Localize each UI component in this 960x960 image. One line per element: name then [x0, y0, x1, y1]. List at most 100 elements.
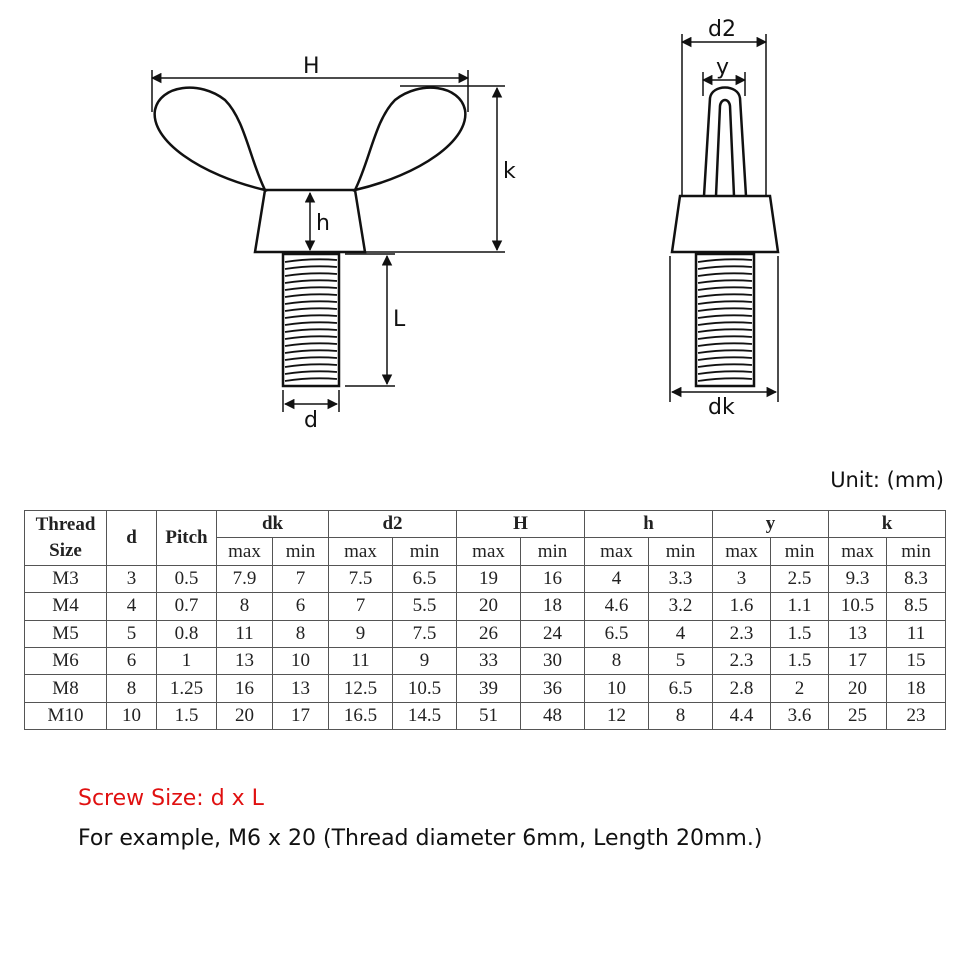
table-cell: 10	[271, 646, 330, 676]
thread-line	[284, 328, 338, 333]
table-cell: 11	[328, 646, 394, 676]
thread-line	[697, 328, 753, 333]
table-cell: 4	[106, 592, 157, 621]
header-dk: dk	[215, 509, 330, 539]
thread-size-cell: M10	[24, 701, 107, 731]
thread-line	[284, 279, 338, 284]
thread-line	[284, 342, 338, 347]
thread-line	[697, 363, 753, 368]
table-cell: 14.5	[392, 701, 458, 731]
header-max: max	[456, 537, 522, 566]
thread-size-cell: M5	[24, 619, 107, 648]
header-min: min	[648, 537, 714, 566]
table-cell: 26	[456, 619, 522, 648]
header-min: min	[392, 537, 458, 566]
header-pitch: Pitch	[156, 510, 217, 566]
table-cell: 8.3	[886, 564, 947, 594]
table-cell: 1.1	[770, 592, 830, 621]
thread-line	[284, 356, 338, 361]
header-thread-size: Thread Size	[24, 510, 107, 566]
table-cell: 18	[520, 592, 586, 621]
table-cell: 3.3	[648, 564, 714, 594]
thread-line	[284, 265, 338, 270]
thread-line	[697, 265, 753, 270]
table-cell: 2	[770, 674, 830, 703]
table-cell: 4.6	[584, 592, 650, 621]
table-cell: 8	[584, 646, 650, 676]
table-cell: 3	[106, 564, 157, 594]
table-cell: 1.25	[156, 674, 217, 703]
thread-line	[697, 286, 753, 291]
table-cell: 4	[648, 619, 714, 648]
table-cell: 7	[328, 592, 394, 621]
thread-line	[697, 307, 753, 312]
table-cell: 7	[271, 564, 330, 594]
table-cell: 20	[828, 674, 888, 703]
table-cell: 4.4	[712, 701, 772, 731]
table-cell: 10	[106, 701, 157, 731]
header-d: d	[106, 510, 157, 566]
table-cell: 19	[456, 564, 522, 594]
table-cell: 1.5	[770, 619, 830, 648]
example-note: For example, M6 x 20 (Thread diameter 6m…	[78, 826, 763, 851]
table-cell: 23	[886, 701, 947, 731]
table-cell: 13	[271, 674, 330, 703]
table-cell: 4	[584, 564, 650, 594]
thread-line	[284, 307, 338, 312]
header-max: max	[712, 537, 772, 566]
subheader-row: max min max min max min max min max min …	[25, 537, 947, 566]
table-cell: 11	[886, 619, 947, 648]
label-L: L	[393, 307, 406, 332]
table-cell: 33	[456, 646, 522, 676]
thread-line	[284, 349, 338, 354]
table-cell: 9	[392, 646, 458, 676]
table-cell: 25	[828, 701, 888, 731]
table-cell: 1	[156, 646, 217, 676]
thread-line	[697, 342, 753, 347]
table-cell: 0.7	[156, 592, 217, 621]
thread-line	[284, 314, 338, 319]
table-cell: 1.6	[712, 592, 772, 621]
thread-line	[697, 370, 753, 375]
table-cell: 9.3	[828, 564, 888, 594]
table-cell: 18	[886, 674, 947, 703]
thread-line	[697, 321, 753, 326]
table-cell: 8.5	[886, 592, 947, 621]
table-cell: 2.5	[770, 564, 830, 594]
header-min: min	[770, 537, 830, 566]
thread-line	[697, 349, 753, 354]
thread-size-cell: M6	[24, 646, 107, 676]
table-cell: 11	[216, 619, 273, 648]
table-cell: 5.5	[392, 592, 458, 621]
label-k: k	[503, 159, 516, 184]
thread-line	[284, 293, 338, 298]
table-cell: 20	[456, 592, 522, 621]
wing-screw-diagram: H k h L d d2 y dk	[150, 17, 780, 433]
table-cell: 13	[828, 619, 888, 648]
header-h: h	[584, 509, 714, 539]
table-cell: 5	[106, 619, 157, 648]
table-cell: 16.5	[328, 701, 394, 731]
thread-line	[284, 335, 338, 340]
table-cell: 0.5	[156, 564, 217, 594]
front-thread-lines	[284, 258, 338, 382]
thread-line	[284, 377, 338, 382]
table-cell: 3.6	[770, 701, 830, 731]
table-cell: 1.5	[156, 701, 217, 731]
table-cell: 2.3	[712, 619, 772, 648]
header-k: k	[828, 509, 947, 539]
header-min: min	[886, 537, 947, 566]
table-cell: 7.5	[328, 564, 394, 594]
thread-line	[284, 300, 338, 305]
thread-line	[284, 370, 338, 375]
header-min: min	[520, 537, 586, 566]
table-cell: 3.2	[648, 592, 714, 621]
table-cell: 8	[216, 592, 273, 621]
header-max: max	[216, 537, 273, 566]
